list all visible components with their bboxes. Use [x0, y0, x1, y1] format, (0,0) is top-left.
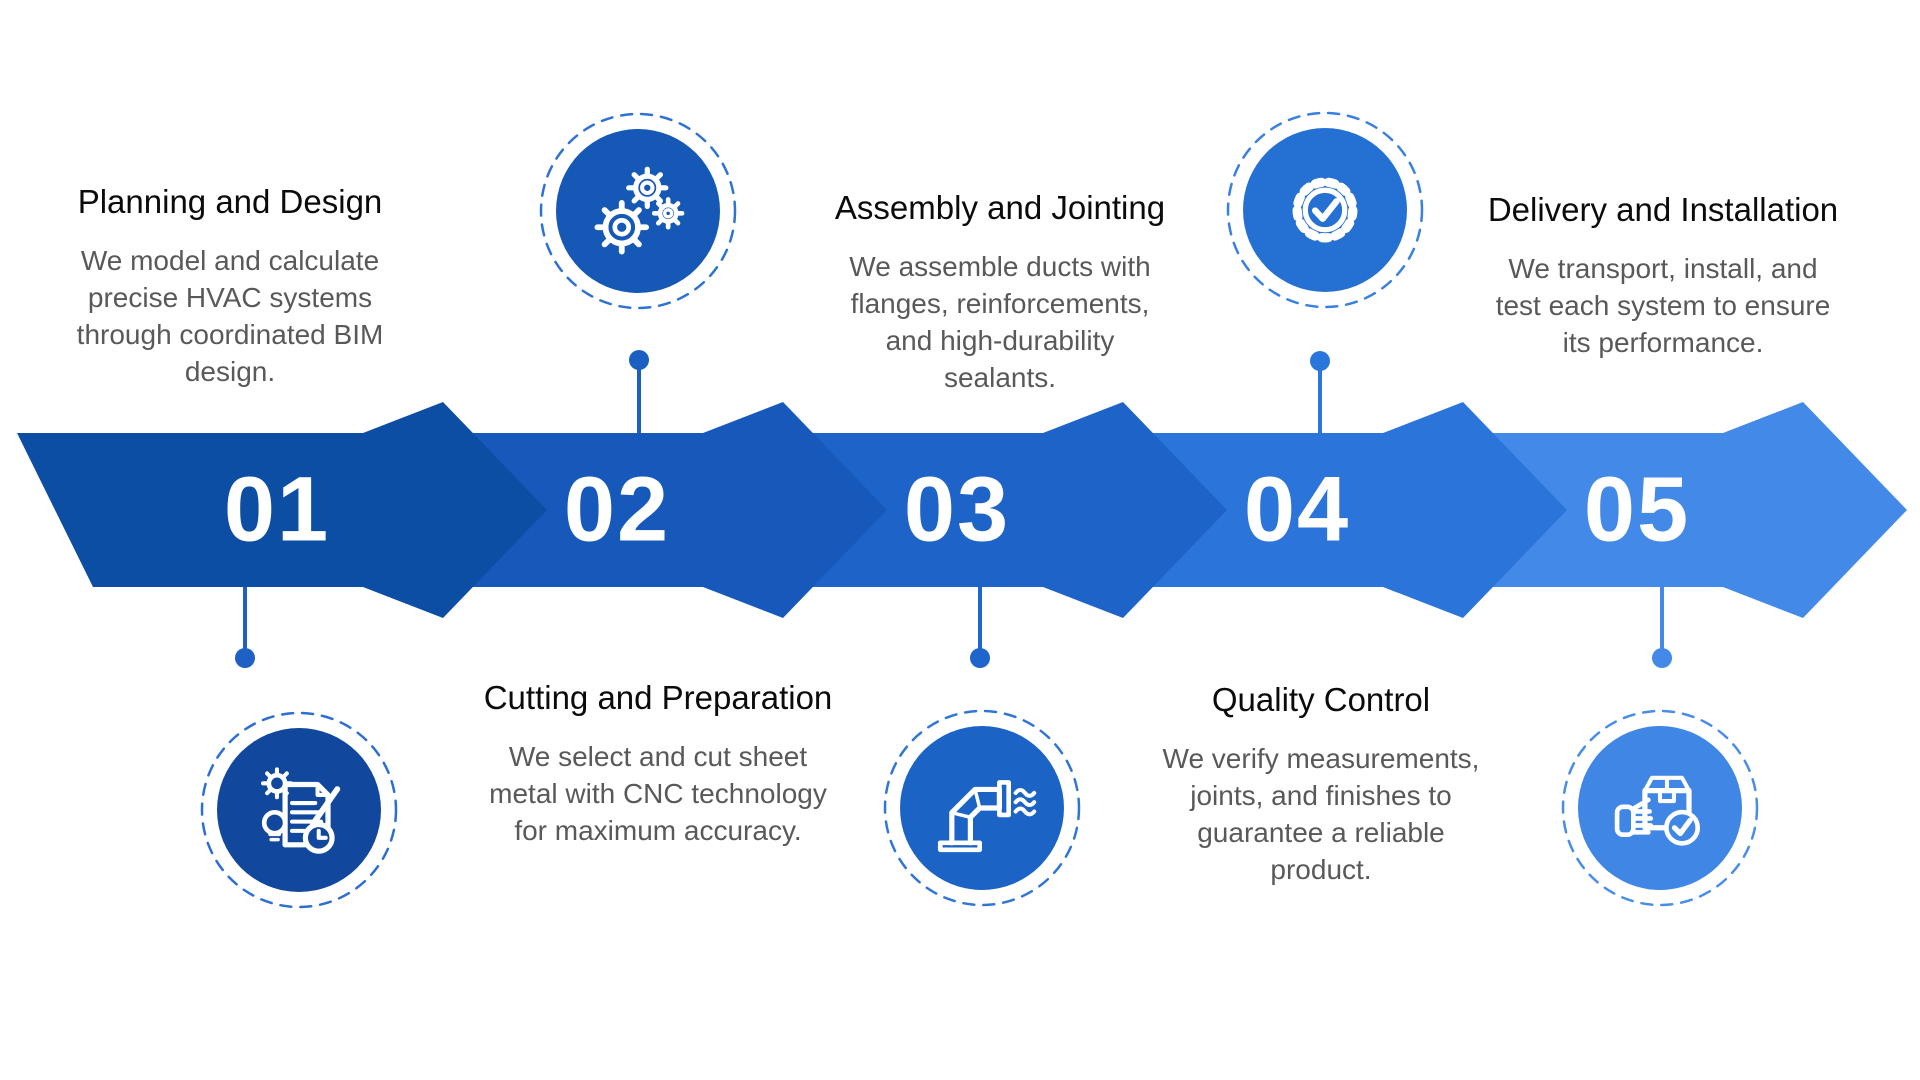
step-1-description: We model and calculate precise HVAC syst… [76, 245, 384, 387]
step-3-dashed-ring [883, 709, 1081, 907]
step-5-icon-badge [1560, 708, 1760, 908]
step-5-title: Delivery and Installation [1487, 191, 1839, 228]
quality-badge-check-icon [1226, 111, 1424, 309]
step-5-connector-line [1660, 587, 1664, 649]
step-1-icon-badge [199, 710, 399, 910]
step-2-description: We select and cut sheet metal with CNC t… [489, 741, 827, 846]
step-2-text: Cutting and Preparation We select and cu… [423, 678, 893, 849]
step-5-text: Delivery and Installation We transport, … [1428, 190, 1898, 361]
step-4-dashed-ring [1226, 111, 1424, 309]
step-5-description: We transport, install, and test each sys… [1495, 253, 1831, 358]
step-2-dashed-ring [539, 112, 737, 310]
step-5-connector-dot [1652, 648, 1672, 668]
step-4-description: We verify measurements, joints, and fini… [1162, 743, 1480, 885]
step-5-number: 05 [1583, 458, 1691, 561]
step-1-connector-line [243, 587, 247, 649]
step-5-dashed-ring [1561, 709, 1759, 907]
step-3-connector-line [978, 587, 982, 649]
step-2-connector-line [637, 366, 641, 433]
step-1-title: Planning and Design [77, 183, 383, 220]
step-4-text: Quality Control We verify measurements, … [1086, 680, 1556, 888]
step-3-icon-badge [882, 708, 1082, 908]
step-1-number: 01 [223, 458, 331, 561]
step-1-text: Planning and Design We model and calcula… [0, 182, 465, 390]
gears-icon [539, 112, 737, 310]
step-4-icon-circle [1243, 128, 1407, 292]
step-2-title: Cutting and Preparation [483, 679, 833, 716]
step-3-connector-dot [970, 648, 990, 668]
step-3-number: 03 [903, 458, 1011, 561]
step-4-number: 04 [1243, 458, 1351, 561]
step-1-connector-dot [235, 648, 255, 668]
step-3-text: Assembly and Jointing We assemble ducts … [765, 188, 1235, 396]
step-2-icon-badge [538, 111, 738, 311]
step-4-connector-line [1318, 368, 1322, 433]
arrow-step-1 [17, 402, 547, 618]
step-4-title: Quality Control [1211, 681, 1431, 718]
step-3-title: Assembly and Jointing [834, 189, 1166, 226]
planning-document-icon [200, 711, 398, 909]
step-1-icon-circle [217, 728, 381, 892]
step-2-connector-dot [629, 350, 649, 370]
air-duct-icon [883, 709, 1081, 907]
step-4-icon-badge [1225, 110, 1425, 310]
step-4-connector-dot [1310, 351, 1330, 371]
step-1-dashed-ring [200, 711, 398, 909]
delivery-box-check-icon [1561, 709, 1759, 907]
step-5-icon-circle [1578, 726, 1742, 890]
step-3-description: We assemble ducts with flanges, reinforc… [849, 251, 1151, 393]
step-2-number: 02 [563, 458, 671, 561]
